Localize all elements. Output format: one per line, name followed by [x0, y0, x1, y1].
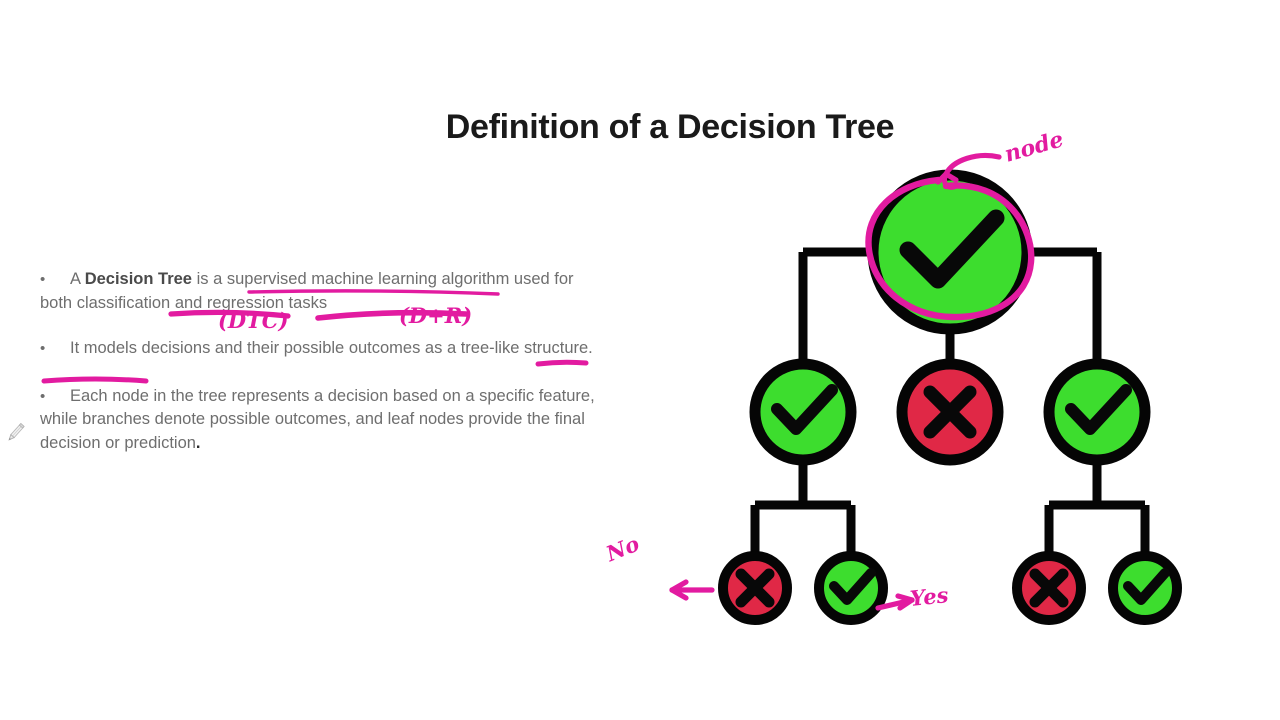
pencil-cursor	[2, 420, 28, 446]
bullet-list: •A Decision Tree is a supervised machine…	[40, 268, 600, 471]
leaf-node-3	[1012, 551, 1086, 625]
leaf-node-4	[1108, 551, 1182, 625]
page-title: Definition of a Decision Tree	[445, 108, 895, 146]
check-icon	[1123, 568, 1170, 605]
branch-node-2	[896, 358, 1004, 466]
ink-label-dtc: (DTC)	[218, 308, 289, 333]
bullet-text-3-period: .	[195, 433, 201, 452]
bullet-text-1-rest: is a supervised machine learning algorit…	[40, 270, 574, 312]
check-icon	[771, 384, 838, 435]
bullet-marker-3: •	[40, 387, 46, 405]
decision-tree-diagram	[700, 150, 1200, 655]
bullet-item-3: •Each node in the tree represents a deci…	[40, 385, 600, 456]
branch-node-3	[1043, 358, 1151, 466]
cross-icon	[735, 568, 775, 608]
check-icon	[829, 568, 876, 605]
bullet-emphasis-decision-tree: Decision Tree	[84, 270, 192, 288]
branch-node-1	[749, 358, 857, 466]
ink-arrow-no-head-a	[669, 579, 689, 593]
ink-label-no: No	[602, 530, 643, 567]
bullet-text-1: A Decision Tree is a supervised machine …	[40, 270, 574, 312]
bullet-marker-2: •	[40, 340, 46, 357]
bullet-item-1: •A Decision Tree is a supervised machine…	[40, 268, 600, 315]
leaf-node-2	[814, 551, 888, 625]
check-icon	[1065, 384, 1132, 435]
ink-arrow-no-head-b	[669, 587, 689, 601]
bullet-item-2: • It models decisions and their possible …	[40, 337, 600, 361]
ink-label-dr: (D+R)	[399, 303, 473, 328]
cross-icon	[923, 385, 977, 439]
bullet-text-3: Each node in the tree represents a decis…	[40, 386, 595, 452]
leaf-node-1	[718, 551, 792, 625]
cross-icon	[1029, 568, 1069, 608]
root-node	[867, 169, 1033, 335]
ink-label-yes: Yes	[908, 582, 950, 611]
bullet-marker-1: •	[40, 271, 46, 288]
bullet-text-2: It models decisions and their possible o…	[70, 339, 593, 357]
